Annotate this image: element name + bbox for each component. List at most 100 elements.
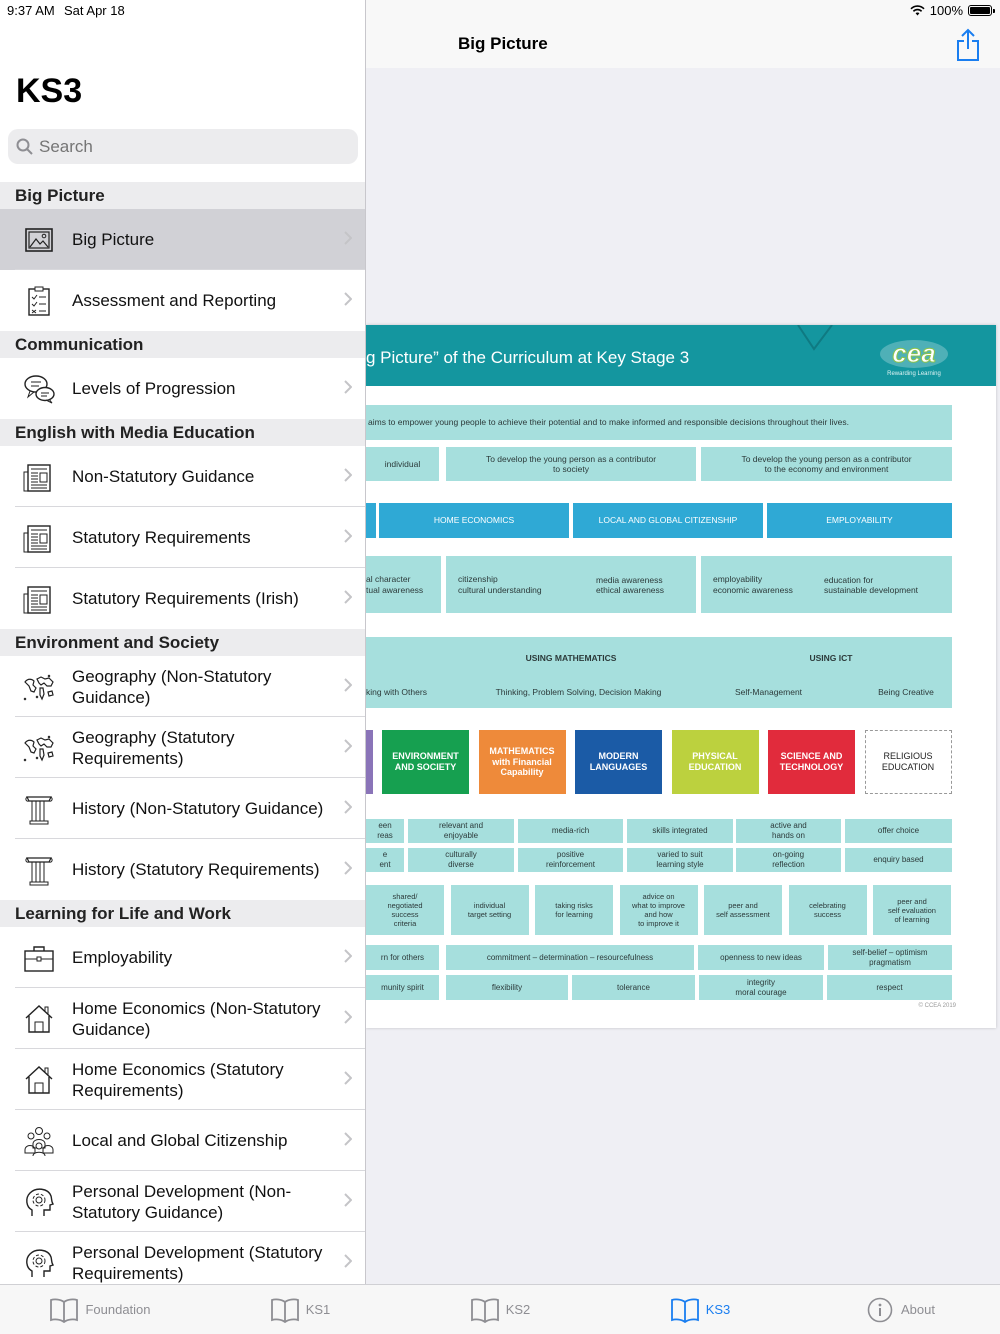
sidebar-item[interactable]: Big Picture: [0, 209, 365, 270]
detail-navbar: Big Picture: [366, 0, 1000, 68]
chevron-right-icon: [344, 1193, 352, 1207]
attitude-item: munity spirit: [366, 975, 439, 1000]
poster-decoration: [797, 325, 833, 351]
sidebar-item[interactable]: History (Non-Statutory Guidance): [0, 778, 365, 839]
sidebar-item-label: Home Economics (Non-Statutory Guidance): [72, 998, 321, 1039]
tab-ks3[interactable]: KS3: [600, 1285, 800, 1334]
poster-copyright: © CCEA 2019: [918, 1003, 956, 1010]
big-picture-poster[interactable]: g Picture” of the Curriculum at Key Stag…: [366, 325, 996, 1028]
chevron-right-icon: [344, 678, 352, 692]
sidebar-item[interactable]: History (Statutory Requirements): [0, 839, 365, 900]
status-right: 100%: [910, 3, 995, 18]
pedagogy-item: culturally diverse: [408, 848, 514, 872]
search-input[interactable]: [39, 136, 339, 157]
assessment-item: celebrating success: [788, 885, 867, 935]
detail-pane: Big Picture g Picture” of the Curriculum…: [366, 0, 1000, 1284]
sidebar-item[interactable]: Levels of Progression: [0, 358, 365, 419]
sidebar-item-label: Big Picture: [72, 230, 155, 249]
share-icon[interactable]: [954, 28, 982, 62]
tab-label: KS1: [305, 1302, 331, 1317]
briefcase-icon: [22, 941, 56, 975]
search-bar[interactable]: [8, 129, 358, 164]
sidebar-item[interactable]: Personal Development (Non-Statutory Guid…: [0, 1171, 365, 1232]
section-header: English with Media Education: [0, 419, 365, 446]
key-element: citizenship cultural understanding: [446, 556, 696, 613]
sidebar-item[interactable]: Home Economics (Non-Statutory Guidance): [0, 988, 365, 1049]
sidebar-item-label: Levels of Progression: [72, 379, 236, 398]
section-header: Environment and Society: [0, 629, 365, 656]
poster-subject: PHYSICAL EDUCATION: [671, 730, 759, 794]
sidebar-item[interactable]: Assessment and Reporting: [0, 270, 365, 331]
sidebar-item-label: History (Non-Statutory Guidance): [72, 799, 324, 818]
tab-ks2[interactable]: KS2: [400, 1285, 600, 1334]
sidebar-item[interactable]: Local and Global Citizenship: [0, 1110, 365, 1171]
sidebar-item[interactable]: Employability: [0, 927, 365, 988]
column-icon: [22, 792, 56, 826]
house-icon: [22, 1063, 56, 1097]
sidebar-item-label: Non-Statutory Guidance: [72, 467, 255, 486]
battery-percent: 100%: [929, 3, 963, 18]
attitude-item: openness to new ideas: [698, 945, 824, 970]
chevron-right-icon: [344, 1010, 352, 1024]
skills-self-management: Self-Management: [734, 686, 803, 697]
pedagogy-item: positive reinforcement: [518, 848, 623, 872]
tab-about[interactable]: About: [800, 1285, 1000, 1334]
chevron-right-icon: [344, 1071, 352, 1085]
sidebar-item[interactable]: Home Economics (Statutory Requirements): [0, 1049, 365, 1110]
pedagogy-item: on-going reflection: [736, 848, 841, 872]
sidebar-item-label: History (Statutory Requirements): [72, 860, 320, 879]
sidebar-item-label: Assessment and Reporting: [72, 291, 277, 310]
poster-aims: aims to empower young people to achieve …: [366, 405, 952, 440]
battery-icon: [968, 5, 995, 16]
newspaper-icon: [22, 521, 56, 555]
sidebar-item-label: Statutory Requirements: [72, 528, 251, 547]
pedagogy-item: offer choice: [845, 819, 952, 843]
poster-skills: [366, 637, 952, 708]
poster-subject: SCIENCE AND TECHNOLOGY: [768, 730, 855, 794]
sidebar-item[interactable]: Statutory Requirements (Irish): [0, 568, 365, 629]
assessment-item: peer and self evaluation of learning: [873, 885, 951, 935]
pedagogy-item: een reas: [366, 819, 404, 843]
sidebar-item-label: Personal Development (Statutory Requirem…: [72, 1242, 323, 1283]
assessment-item: taking risks for learning: [535, 885, 613, 935]
poster-subject: RELIGIOUS EDUCATION: [864, 730, 952, 794]
sidebar-item[interactable]: Non-Statutory Guidance: [0, 446, 365, 507]
attitude-item: commitment – determination – resourceful…: [446, 945, 694, 970]
poster-strand: HOME ECONOMICS: [379, 503, 569, 538]
chevron-right-icon: [344, 739, 352, 753]
assessment-item: shared/ negotiated success criteria: [366, 885, 444, 935]
sidebar-item[interactable]: Personal Development (Statutory Requirem…: [0, 1232, 365, 1284]
pedagogy-item: media-rich: [518, 819, 623, 843]
tab-foundation[interactable]: Foundation: [0, 1285, 200, 1334]
key-element: media awareness ethical awareness: [596, 574, 665, 595]
book-icon: [270, 1298, 299, 1323]
sidebar-item-label: Employability: [72, 948, 173, 967]
sidebar-item[interactable]: Geography (Non-Statutory Guidance): [0, 656, 365, 717]
sidebar-item[interactable]: Geography (Statutory Requirements): [0, 717, 365, 778]
sidebar-item[interactable]: Statutory Requirements: [0, 507, 365, 568]
attitude-item: self-belief – optimism pragmatism: [828, 945, 952, 970]
picture-icon: [22, 223, 56, 257]
pedagogy-item: enquiry based: [845, 848, 952, 872]
chevron-right-icon: [344, 1132, 352, 1146]
newspaper-icon: [22, 582, 56, 616]
people-icon: [22, 1124, 56, 1158]
tab-ks1[interactable]: KS1: [200, 1285, 400, 1334]
search-icon: [16, 138, 33, 155]
wifi-icon: [910, 5, 925, 16]
svg-text:Rewarding Learning: Rewarding Learning: [887, 371, 941, 377]
chevron-right-icon: [344, 861, 352, 875]
svg-text:cea: cea: [892, 338, 935, 368]
book-icon: [670, 1298, 699, 1323]
status-time: 9:37 AM: [7, 3, 55, 18]
house-icon: [22, 1002, 56, 1036]
assessment-item: individual target setting: [450, 885, 529, 935]
column-icon: [22, 853, 56, 887]
poster-objective: To develop the young person as a contrib…: [701, 447, 952, 481]
skills-thinking: Thinking, Problem Solving, Decision Maki…: [495, 686, 662, 697]
poster-objective: individual: [366, 447, 439, 481]
detail-title: Big Picture: [458, 34, 548, 53]
poster-strand: [366, 503, 376, 538]
